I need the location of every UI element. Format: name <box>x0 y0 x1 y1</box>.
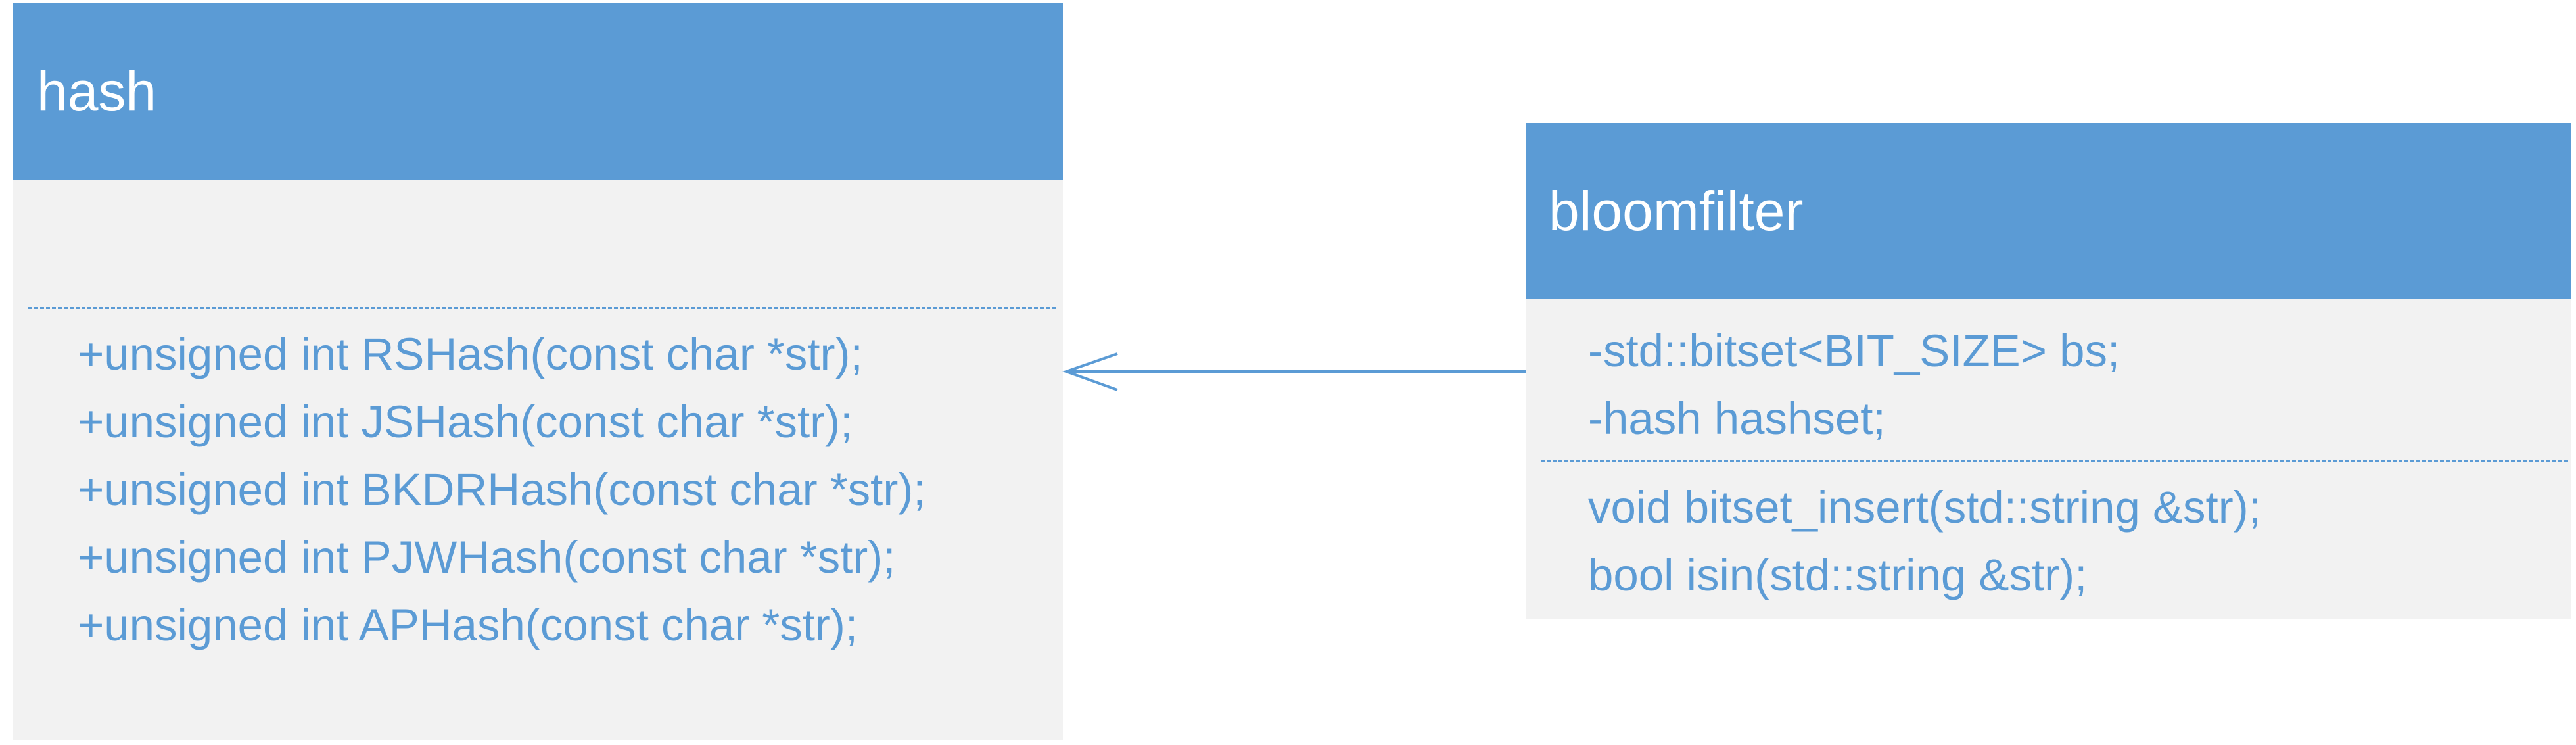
attribute-bs: -std::bitset<BIT_SIZE> bs; <box>1588 325 2120 376</box>
operation-isin: bool isin(std::string &str); <box>1588 550 2088 600</box>
class-hash-title: hash <box>37 60 157 122</box>
class-hash-operations: +unsigned int RSHash(const char *str); +… <box>78 320 925 659</box>
class-bloomfilter: bloomfilter -std::bitset<BIT_SIZE> bs; -… <box>1526 123 2571 619</box>
class-hash-header: hash <box>13 3 1063 180</box>
class-bloomfilter-title: bloomfilter <box>1549 180 1804 242</box>
operation-rshash: +unsigned int RSHash(const char *str); <box>78 329 863 379</box>
class-bloomfilter-header: bloomfilter <box>1526 123 2571 299</box>
attribute-hashset: -hash hashset; <box>1588 393 1886 444</box>
arrowhead-open-icon <box>1062 352 1118 391</box>
class-bloomfilter-operations: void bitset_insert(std::string &str); bo… <box>1588 473 2261 609</box>
class-bloomfilter-divider <box>1541 460 2568 462</box>
class-bloomfilter-attributes: -std::bitset<BIT_SIZE> bs; -hash hashset… <box>1588 317 2120 452</box>
operation-bitset-insert: void bitset_insert(std::string &str); <box>1588 482 2261 533</box>
operation-bkdrhash: +unsigned int BKDRHash(const char *str); <box>78 464 926 515</box>
class-hash: hash +unsigned int RSHash(const char *st… <box>13 3 1063 740</box>
class-hash-divider <box>28 307 1056 309</box>
operation-aphash: +unsigned int APHash(const char *str); <box>78 600 858 650</box>
operation-pjwhash: +unsigned int PJWHash(const char *str); <box>78 532 896 583</box>
operation-jshash: +unsigned int JSHash(const char *str); <box>78 397 853 447</box>
